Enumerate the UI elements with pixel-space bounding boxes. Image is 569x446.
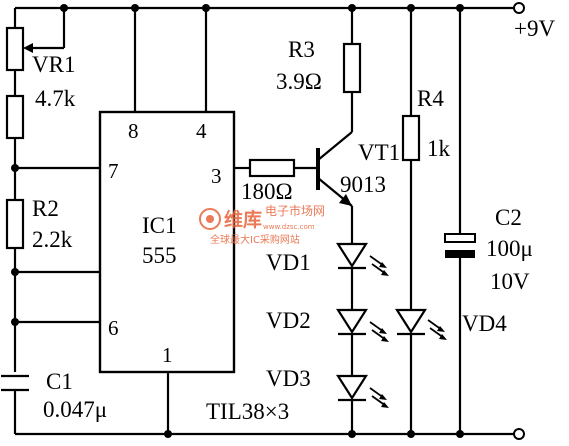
ic1-555-chip — [98, 8, 236, 434]
vr1-potentiometer — [5, 8, 66, 200]
watermark-logo-icon — [199, 208, 221, 230]
vd4-led — [394, 308, 447, 434]
watermark: 维库 电子市场网 www.dzsc.com 全球最大IC采购网站 — [199, 203, 325, 246]
r3-value: 3.9Ω — [276, 69, 322, 94]
vr1-value: 4.7k — [35, 86, 76, 111]
ic-input-wires — [15, 166, 100, 324]
vt1-name: VT1 — [358, 140, 400, 165]
vd4-name: VD4 — [462, 311, 507, 336]
c2-voltage: 10V — [490, 269, 530, 294]
base-resistor — [234, 158, 318, 178]
ground-rail-bottom — [15, 428, 525, 440]
ic1-pin-1: 1 — [162, 343, 173, 367]
c2-name: C2 — [495, 205, 522, 230]
vd2-led — [335, 308, 389, 376]
r4-name: R4 — [417, 86, 444, 111]
vr1-name: VR1 — [32, 52, 75, 77]
base-resistor-value: 180Ω — [241, 179, 293, 204]
vd3-led — [335, 374, 389, 434]
ic1-pin-6: 6 — [108, 316, 119, 340]
c2-capacitor — [444, 8, 476, 434]
c1-capacitor — [1, 374, 29, 434]
ic1-pin-7: 7 — [108, 159, 119, 183]
led-type-note: TIL38×3 — [206, 399, 289, 424]
c1-value: 0.047μ — [43, 397, 107, 422]
r2-name: R2 — [32, 196, 59, 221]
supply-voltage-label: +9V — [514, 16, 555, 41]
r3-resistor — [342, 8, 362, 132]
r4-resistor — [401, 8, 421, 310]
ic1-pin-3: 3 — [211, 164, 222, 188]
r4-value: 1k — [427, 136, 451, 161]
watermark-brand: 维库 — [224, 208, 262, 231]
c1-name: C1 — [46, 369, 73, 394]
ic1-pin-8: 8 — [128, 119, 139, 143]
vd2-name: VD2 — [266, 308, 311, 333]
c2-value: 100μ — [486, 236, 533, 261]
vt1-transistor — [316, 131, 354, 244]
vd1-name: VD1 — [266, 250, 311, 275]
r2-resistor — [5, 198, 25, 372]
ic1-name: IC1 — [142, 213, 177, 238]
watermark-title: 电子市场网 — [265, 203, 325, 218]
r2-value: 2.2k — [32, 227, 73, 252]
vd3-name: VD3 — [266, 366, 311, 391]
r3-name: R3 — [288, 37, 315, 62]
watermark-url: www.dzsc.com — [263, 223, 315, 231]
supply-rail-top — [15, 2, 525, 14]
vd1-led — [335, 242, 389, 310]
watermark-subtitle: 全球最大IC采购网站 — [210, 233, 300, 246]
ic1-type: 555 — [142, 243, 177, 268]
vt1-value: 9013 — [340, 172, 386, 197]
ic1-pin-4: 4 — [196, 119, 207, 143]
